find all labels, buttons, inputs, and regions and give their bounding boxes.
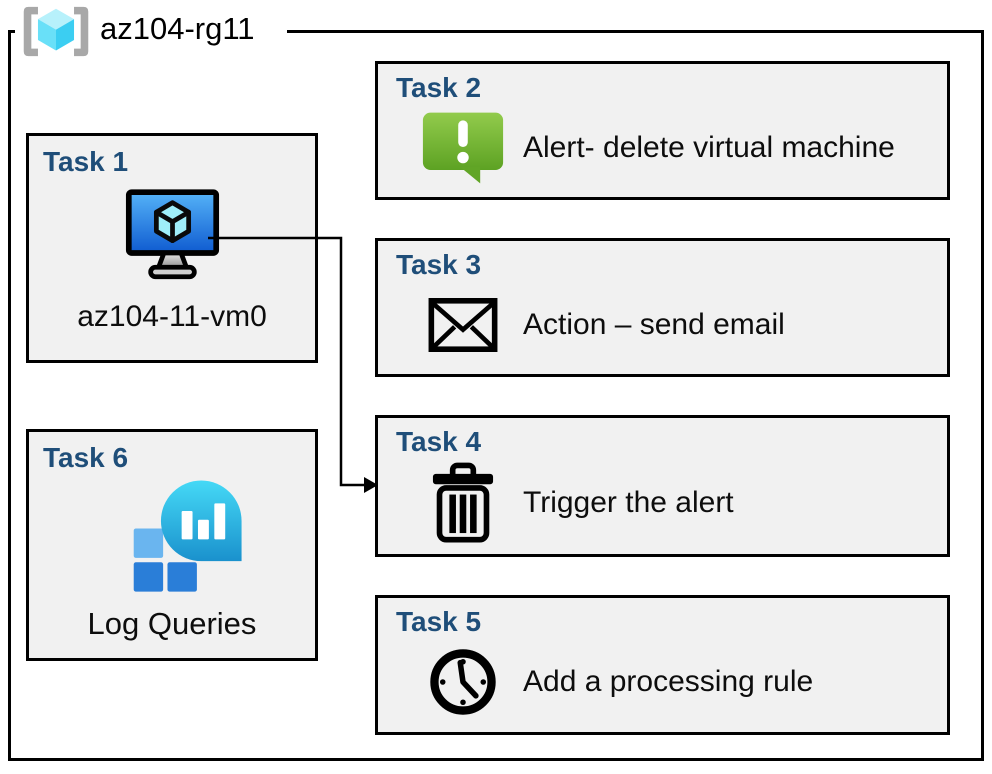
virtual-machine-icon bbox=[125, 188, 220, 285]
task4-caption: Trigger the alert bbox=[523, 486, 734, 520]
task4-box: Task 4 Trigger the alert bbox=[375, 415, 950, 557]
task6-label: Task 6 bbox=[43, 442, 129, 473]
task5-label: Task 5 bbox=[396, 606, 482, 637]
task1-caption: az104-11-vm0 bbox=[77, 300, 267, 333]
resource-group-icon bbox=[19, 3, 93, 65]
task6-box: Task 6 Log Queries bbox=[26, 429, 318, 661]
trash-icon bbox=[418, 462, 508, 544]
task1-box: Task 1 az104-11-vm0 bbox=[26, 133, 318, 363]
clock-icon bbox=[418, 647, 508, 717]
alert-icon bbox=[418, 110, 508, 186]
task2-caption: Alert- delete virtual machine bbox=[523, 130, 895, 164]
task3-box: Task 3 Action – send email bbox=[375, 238, 950, 377]
task3-label: Task 3 bbox=[396, 249, 482, 280]
task2-label: Task 2 bbox=[396, 72, 482, 103]
resource-group-title: az104-rg11 bbox=[100, 11, 255, 46]
task6-caption: Log Queries bbox=[87, 606, 257, 641]
task3-caption: Action – send email bbox=[523, 307, 785, 341]
task1-label: Task 1 bbox=[43, 146, 129, 177]
task5-caption: Add a processing rule bbox=[523, 665, 814, 699]
log-analytics-icon bbox=[125, 474, 247, 601]
task2-box: Task 2 Alert- delete virtual machine bbox=[375, 61, 950, 200]
task5-box: Task 5 Add a processing rule bbox=[375, 595, 950, 735]
email-icon bbox=[418, 297, 508, 352]
task4-label: Task 4 bbox=[396, 426, 482, 457]
